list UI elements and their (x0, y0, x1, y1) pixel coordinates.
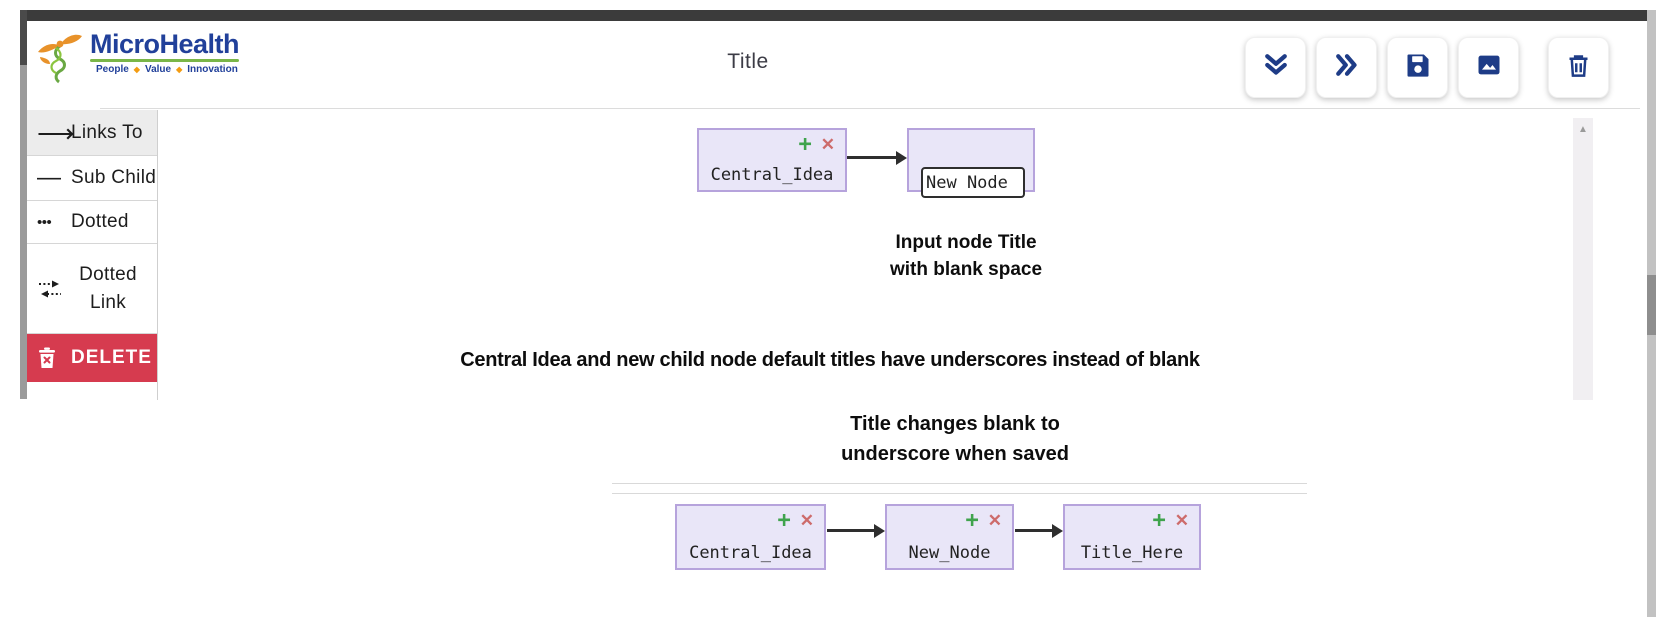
trash-x-icon (37, 347, 71, 369)
mindmap-node-editing[interactable] (907, 128, 1035, 198)
floppy-disk-icon (1404, 51, 1432, 84)
scroll-up-arrow-icon[interactable]: ▲ (1578, 124, 1588, 135)
sidebar-item-links-to[interactable]: ⟶ Links To (27, 110, 157, 156)
node-actions: + ✕ (799, 134, 836, 156)
logo-underline (90, 59, 240, 62)
add-child-icon[interactable]: + (798, 132, 812, 157)
mindmap-node-central-idea-saved[interactable]: + ✕ Central_Idea (675, 504, 826, 570)
logo-text: MicroHealth People ◆ Value ◆ Innovation (90, 29, 240, 75)
save-button[interactable] (1387, 37, 1448, 98)
sidebar-item-label: Dotted Link (79, 263, 137, 313)
link-arrow-head (874, 524, 885, 538)
diamond-icon: ◆ (133, 65, 140, 74)
divider-line (612, 493, 1307, 494)
mindmap-node-new-node-saved[interactable]: + ✕ New_Node (885, 504, 1014, 570)
node-title-input[interactable] (921, 167, 1025, 198)
node-label: Title_Here (1080, 543, 1184, 563)
sidebar-item-label: Dotted (71, 211, 129, 232)
microhealth-logo: MicroHealth People ◆ Value ◆ Innovation (36, 29, 240, 89)
tagline-word: People (96, 64, 129, 75)
delete-map-button[interactable] (1548, 37, 1609, 98)
dots-icon: ••• (37, 213, 52, 231)
link-arrow-head (1052, 524, 1063, 538)
mindmap-node-central-idea[interactable]: + ✕ Central_Idea (697, 128, 847, 192)
export-image-button[interactable] (1458, 37, 1519, 98)
sidebar-item-label: Sub Child (71, 167, 157, 188)
trash-icon (1565, 52, 1592, 84)
left-window-scrollbar[interactable] (20, 10, 27, 399)
sidebar-item-dotted-link[interactable]: Dotted Link (27, 244, 157, 334)
sidebar-item-sub-child[interactable]: — Sub Child (27, 156, 157, 201)
sidebar-item-label: Links To (71, 121, 143, 143)
link-arrow-line (1015, 529, 1053, 532)
expand-all-button[interactable] (1316, 37, 1377, 98)
collapse-all-button[interactable] (1245, 37, 1306, 98)
link-arrow-line (827, 529, 875, 532)
toolbar (1245, 37, 1609, 98)
add-child-icon[interactable]: + (1152, 508, 1166, 533)
annotation-underscores: Central Idea and new child node default … (460, 349, 1200, 371)
caduceus-logo-icon (36, 30, 86, 89)
page-title: Title (727, 50, 769, 73)
node-actions: + ✕ (966, 510, 1003, 532)
node-label: New_Node (908, 543, 991, 563)
double-chevron-right-icon (1332, 50, 1362, 85)
annotation-title-saved: Title changes blank to underscore when s… (841, 413, 1069, 465)
double-chevron-down-icon (1261, 50, 1291, 85)
node-actions: + ✕ (778, 510, 815, 532)
top-dark-bar (27, 10, 1647, 21)
annotation-input-node-title: Input node Title with blank space (889, 232, 1043, 280)
browser-scrollbar[interactable] (1647, 10, 1656, 617)
header-divider (100, 108, 1640, 109)
mindmap-node-title-here[interactable]: + ✕ Title_Here (1063, 504, 1201, 570)
remove-node-icon[interactable]: ✕ (820, 135, 835, 154)
diamond-icon: ◆ (176, 65, 183, 74)
logo-tagline: People ◆ Value ◆ Innovation (90, 64, 239, 75)
remove-node-icon[interactable]: ✕ (799, 511, 814, 530)
sidebar-item-delete[interactable]: DELETE (27, 334, 157, 382)
image-icon (1475, 51, 1503, 84)
divider-line (612, 483, 1307, 484)
link-arrow-line (847, 156, 897, 159)
node-actions: + ✕ (1153, 510, 1190, 532)
remove-node-icon[interactable]: ✕ (1174, 511, 1189, 530)
dotted-link-arrows-icon (37, 279, 71, 299)
node-label: Central_Idea (710, 165, 834, 185)
sidebar-item-dotted[interactable]: ••• Dotted (27, 201, 157, 244)
tagline-word: Value (144, 64, 172, 75)
add-child-icon[interactable]: + (777, 508, 791, 533)
remove-node-icon[interactable]: ✕ (987, 511, 1002, 530)
tagline-word: Innovation (187, 64, 238, 75)
sidebar-item-label: DELETE (71, 347, 152, 368)
canvas-scrollbar[interactable] (1573, 118, 1593, 400)
arrow-right-icon: ⟶ (37, 117, 75, 148)
logo-title: MicroHealth (90, 29, 240, 59)
browser-scrollbar-thumb[interactable] (1647, 275, 1656, 335)
link-arrow-head (896, 151, 907, 165)
node-label: Central_Idea (689, 543, 812, 563)
dash-icon: — (37, 164, 62, 191)
add-child-icon[interactable]: + (965, 508, 979, 533)
sidebar: ⟶ Links To — Sub Child ••• Dotted Dotted… (27, 110, 158, 400)
